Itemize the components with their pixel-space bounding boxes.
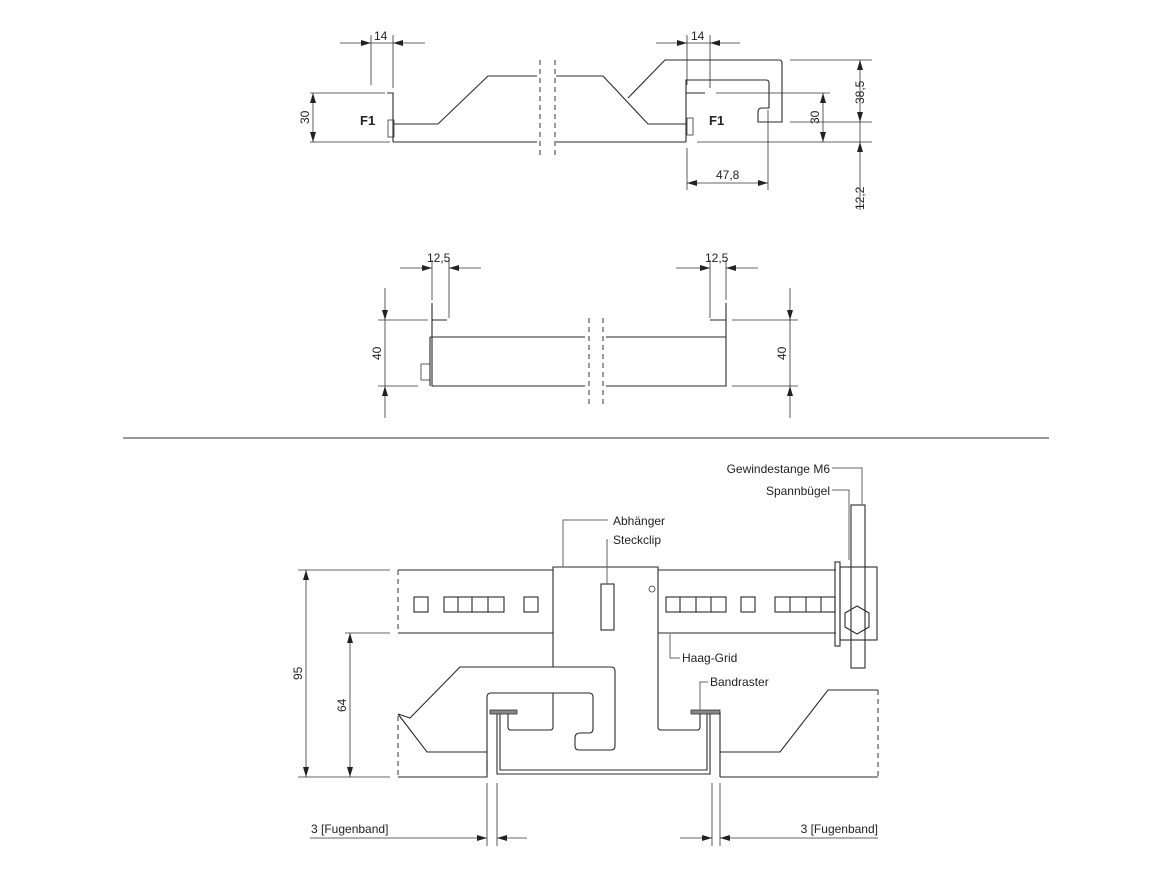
left-panel-lower — [397, 713, 487, 753]
right-tray-body — [606, 303, 727, 387]
dim-left-width: 12,5 — [427, 251, 451, 265]
label-abhaenger: Abhänger — [613, 514, 665, 528]
left-tray-tab — [420, 363, 431, 381]
steckclip — [600, 583, 615, 631]
haag-grid-rail — [398, 569, 836, 634]
extension-lines — [310, 35, 872, 190]
label-f1-right: F1 — [709, 113, 724, 128]
dim-right-width: 14 — [691, 29, 705, 43]
dim-joint-left: 3 [Fugenband] — [311, 822, 388, 836]
right-panel — [720, 689, 878, 753]
dim-left-width: 14 — [374, 29, 388, 43]
label-steckclip: Steckclip — [613, 533, 661, 547]
dim-joint-right: 3 [Fugenband] — [801, 822, 878, 836]
label-f1-left: F1 — [360, 113, 375, 128]
top-profile-view: 14 14 30 30 38,5 12,2 47,8 F1 F1 — [298, 29, 872, 210]
rail-holes — [413, 596, 836, 613]
extension-lines — [298, 569, 721, 846]
extension-lines — [378, 260, 798, 387]
threaded-rod — [850, 504, 866, 669]
clamp-plate — [834, 561, 841, 647]
dim-hook-depth: 47,8 — [716, 168, 740, 182]
ceiling-baseline — [398, 712, 878, 778]
left-panel-hook — [397, 666, 616, 773]
hanger-plate-inner — [507, 693, 554, 731]
dim-hook-height: 38,5 — [853, 80, 867, 104]
label-bandraster: Bandraster — [710, 675, 769, 689]
leader-lines — [562, 467, 863, 710]
clamp-box — [839, 566, 878, 641]
dim-total-height: 95 — [291, 666, 305, 680]
bandraster-channel — [496, 712, 711, 775]
left-clip-tab — [387, 119, 395, 138]
right-clip-tab — [686, 117, 694, 136]
dim-left-height: 30 — [298, 110, 312, 124]
dim-bottom-offset: 12,2 — [853, 186, 867, 210]
hole — [648, 585, 656, 593]
hex-nut — [844, 605, 870, 635]
dim-left-height: 40 — [370, 346, 384, 360]
dim-right-height: 40 — [775, 346, 789, 360]
middle-profile-view: 12,5 12,5 40 40 — [370, 251, 798, 418]
bandraster-flange-left — [489, 709, 518, 715]
left-panel-edge — [387, 75, 537, 143]
right-panel-edge — [556, 59, 783, 143]
assembly-section-view: Abhänger Steckclip Gewindestange M6 Span… — [291, 462, 879, 846]
left-tray-body — [429, 303, 585, 387]
bandraster-flange-right — [690, 709, 721, 715]
label-gewindestange: Gewindestange M6 — [727, 462, 831, 476]
dim-lower-height: 64 — [335, 698, 349, 712]
dim-right-width: 12,5 — [705, 251, 729, 265]
hanger-plate — [552, 566, 701, 731]
label-haag-grid: Haag-Grid — [682, 651, 737, 665]
label-spannbuegel: Spannbügel — [766, 484, 830, 498]
dim-right-height: 30 — [808, 110, 822, 124]
